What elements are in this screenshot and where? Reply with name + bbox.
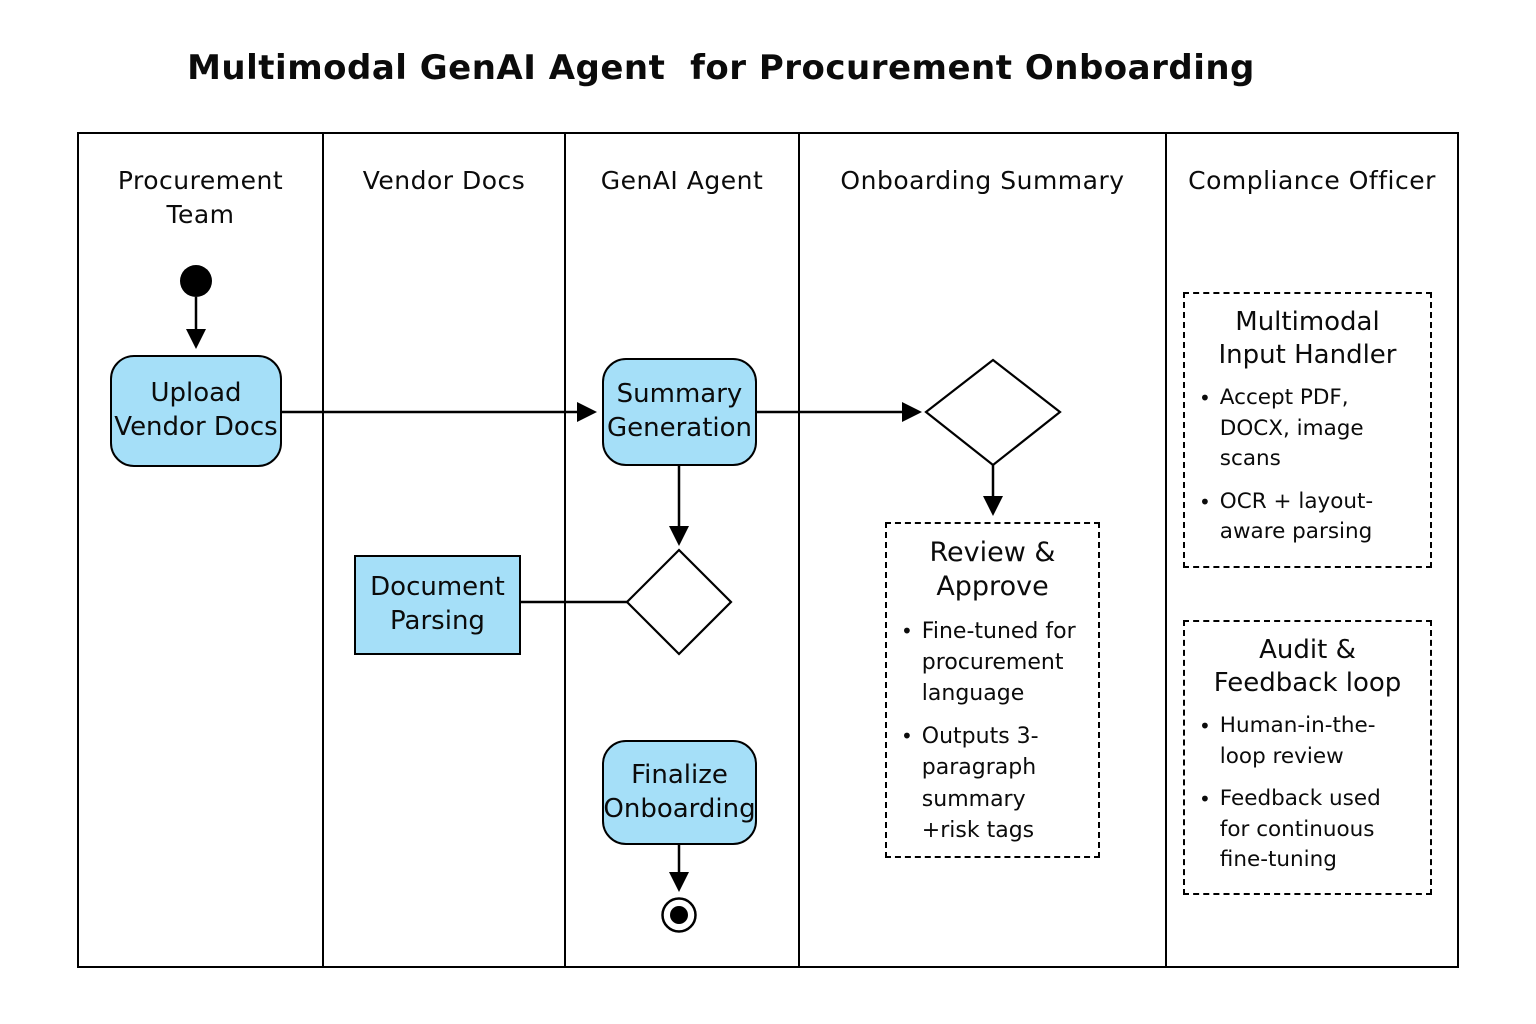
lane-procurement-team: Procurement Team — [79, 134, 324, 966]
activity-document-parsing: Document Parsing — [354, 555, 521, 655]
activity-label: Onboarding — [603, 793, 756, 824]
list-item: • Feedback used for continuous fine-tuni… — [1199, 784, 1416, 876]
note-title-line: Multimodal — [1235, 307, 1380, 337]
lane-header: GenAI Agent — [600, 166, 764, 195]
lane-header: Compliance Officer — [1188, 166, 1436, 195]
note-title: Multimodal Input Handler — [1199, 306, 1416, 371]
bullet-text: Accept PDF, DOCX, image scans — [1219, 385, 1364, 472]
activity-label: Parsing — [390, 606, 485, 636]
bullet-text: Fine-tuned for procurement language — [921, 618, 1076, 706]
note-title-line: Input Handler — [1218, 339, 1397, 370]
lane-onboarding-summary: Onboarding Summary — [800, 134, 1167, 966]
note-title-line: Review & — [929, 537, 1056, 568]
list-item: • Outputs 3-paragraph summary +risk tags — [901, 721, 1084, 846]
start-node — [180, 265, 212, 297]
activity-label: Document — [370, 572, 505, 603]
lane-header: Procurement Team — [117, 166, 284, 229]
activity-label: Vendor Docs — [114, 412, 278, 442]
bullet-icon: • — [1199, 714, 1211, 738]
lane-genai-agent: GenAI Agent — [566, 134, 800, 966]
bullet-text: Feedback used for continuous fine-tuning — [1219, 786, 1381, 873]
list-item: • Fine-tuned for procurement language — [901, 616, 1084, 710]
activity-label: Generation — [606, 413, 753, 443]
lane-compliance-officer: Compliance Officer — [1167, 134, 1457, 966]
end-node-inner — [670, 906, 688, 924]
bullet-text: Human-in-the-loop review — [1219, 713, 1376, 769]
note-title-line: Audit & — [1259, 635, 1356, 665]
decision-diamond-genai — [625, 548, 733, 656]
note-title: Review & Approve — [901, 536, 1084, 604]
bullet-icon: • — [1199, 787, 1211, 812]
list-item: • OCR + layout-aware parsing — [1199, 487, 1416, 548]
note-multimodal-input-handler: Multimodal Input Handler • Accept PDF, D… — [1183, 292, 1432, 568]
activity-upload-vendor-docs: Upload Vendor Docs — [110, 355, 282, 467]
note-title: Audit & Feedback loop — [1199, 634, 1416, 699]
note-title-line: Approve — [936, 570, 1049, 602]
list-item: • Human-in-the-loop review — [1199, 711, 1416, 772]
decision-diamond-onboarding — [924, 358, 1062, 467]
bullet-text: OCR + layout-aware parsing — [1219, 488, 1374, 545]
activity-finalize-onboarding: Finalize Onboarding — [602, 740, 757, 845]
activity-label: Finalize — [631, 759, 728, 790]
bullet-icon: • — [1199, 489, 1211, 514]
activity-summary-generation: Summary Generation — [602, 358, 757, 466]
note-title-line: Feedback loop — [1213, 667, 1402, 698]
list-item: • Accept PDF, DOCX, image scans — [1199, 383, 1416, 475]
note-audit-feedback-loop: Audit & Feedback loop • Human-in-the-loo… — [1183, 620, 1432, 895]
note-review-approve: Review & Approve • Fine-tuned for procur… — [885, 522, 1100, 858]
bullet-icon: • — [1199, 386, 1211, 410]
swimlane-frame: Procurement Team Vendor Docs GenAI Agent… — [77, 132, 1459, 968]
bullet-text: Outputs 3-paragraph summary +risk tags — [921, 724, 1039, 843]
activity-label: Upload — [150, 378, 242, 409]
bullet-icon: • — [901, 618, 913, 643]
lane-header: Vendor Docs — [362, 166, 526, 195]
diagram-title: Multimodal GenAI Agent for Procurement O… — [187, 48, 1255, 88]
activity-label: Summary — [616, 379, 743, 410]
lane-vendor-docs: Vendor Docs — [324, 134, 566, 966]
lane-header: Onboarding Summary — [840, 166, 1125, 195]
bullet-icon: • — [901, 724, 913, 749]
